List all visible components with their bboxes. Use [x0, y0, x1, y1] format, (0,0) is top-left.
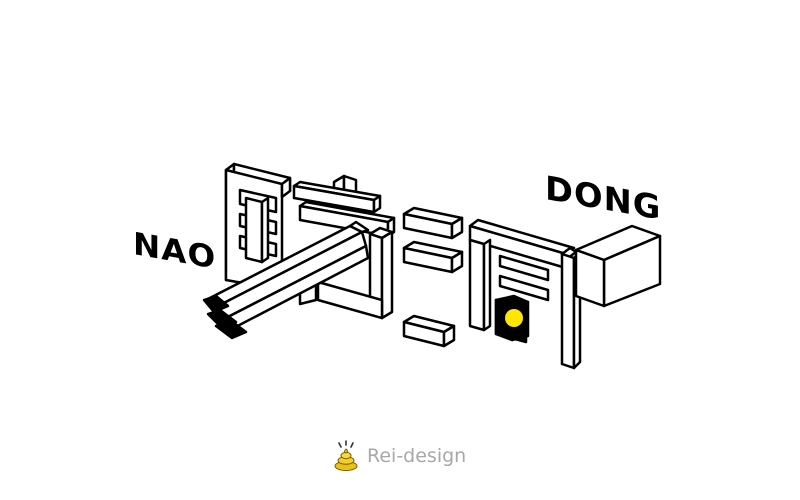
watermark: Rei-design — [333, 440, 466, 472]
poop-lightbulb-icon — [334, 440, 358, 471]
pencil-stick — [202, 220, 370, 340]
dong-glyph-right-bar — [574, 224, 662, 308]
dong-glyph-tong — [468, 218, 582, 370]
watermark-label: Rei-design — [367, 445, 467, 467]
nao-glyph-top-part — [292, 174, 396, 238]
nao-glyph-brain-radical — [224, 162, 292, 292]
dong-glyph-water-dots — [402, 206, 464, 348]
